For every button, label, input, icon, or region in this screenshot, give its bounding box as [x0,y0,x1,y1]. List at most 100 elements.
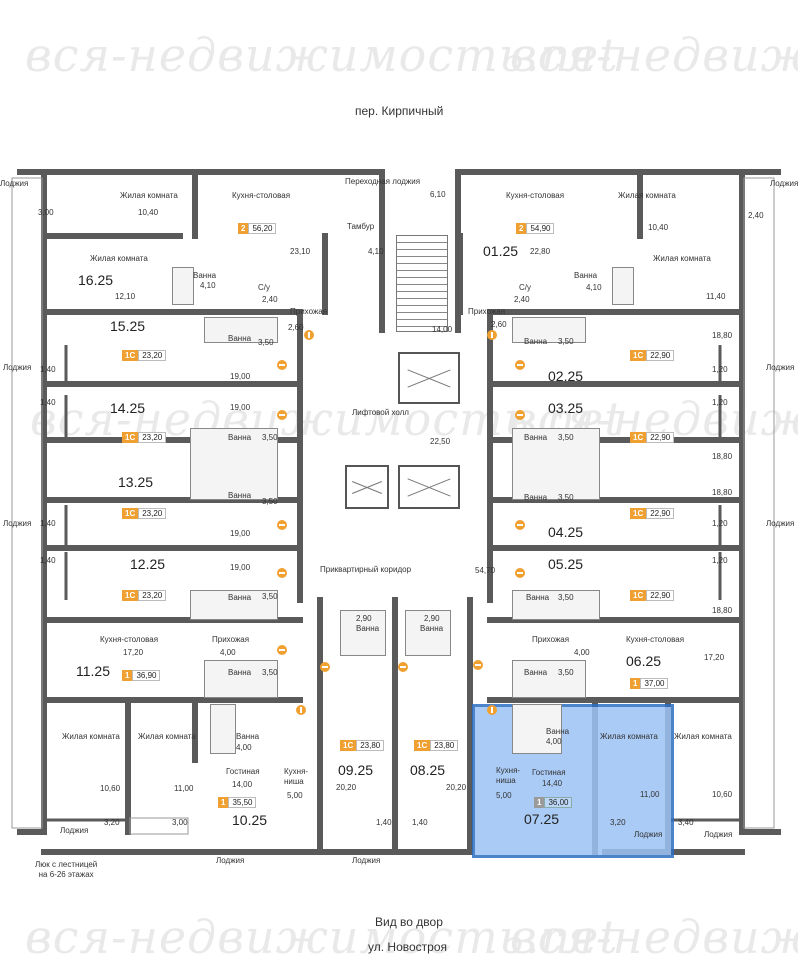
hall-label: Прихожая [290,307,328,316]
loggia-label: Лоджия [216,856,245,865]
apartment-number[interactable]: 05.25 [548,556,584,572]
apartment-number[interactable]: 07.25 [524,811,560,827]
hatch-note: Люк с лестницей на 6-26 этажах [35,860,98,879]
bath-label: Ванна [236,732,260,741]
apartment-number[interactable]: 08.25 [410,762,446,778]
total-area: 23,20 [138,350,167,361]
entrance-door-icon [487,330,497,340]
area-value: 2,60 [491,320,507,329]
apartment-number[interactable]: 02.25 [548,368,584,384]
area-value: 14,40 [542,779,563,788]
total-area: 22,90 [646,590,675,601]
watermark: вся-недвижимость.net [25,28,619,82]
area-value: 10,40 [648,223,669,232]
apartment-number[interactable]: 12.25 [130,556,166,572]
total-area: 23,80 [356,740,385,751]
living-room-label: Жилая комната [653,254,711,263]
kitchen-label: Кухня-столовая [626,635,685,644]
hall-label: Прихожая [212,635,250,644]
bath-label: Ванна [524,433,548,442]
street-top: пер. Кирпичный [355,104,444,118]
apartment-number[interactable]: 15.25 [110,318,146,334]
area-value: 3,50 [558,493,574,502]
loggia-label: Лоджия [60,826,89,835]
area-value: 3,50 [262,433,278,442]
entrance-door-icon [277,410,287,420]
area-value: 12,10 [115,292,136,301]
elevator [398,352,460,404]
selected-apartment-highlight[interactable] [472,704,674,858]
total-area: 22,90 [646,508,675,519]
entrance-door-icon [320,662,330,672]
bath-fixtures [512,428,600,500]
room-count: 2 [516,223,527,234]
room-count: 1С [630,350,647,361]
apartment-number[interactable]: 06.25 [626,653,662,669]
bath-fixtures [512,704,562,754]
room-count: 1 [534,797,545,808]
corridor-area: 54,70 [475,566,496,575]
entrance-door-icon [277,520,287,530]
total-area: 23,80 [430,740,459,751]
area-value: 5,00 [287,791,303,800]
total-area: 54,90 [526,223,555,234]
area-value: 11,00 [174,784,194,793]
area-value: 1,20 [712,365,728,374]
bath-fixtures [405,610,451,656]
area-value: 11,40 [706,292,726,301]
area-value: 3,50 [558,593,574,602]
street-bottom: ул. Новостроя [368,940,448,954]
apartment-number[interactable]: 01.25 [483,243,519,259]
wc-label: С/у [519,283,531,292]
corridor-label: Приквартирный коридор [320,565,412,574]
entrance-door-icon [296,705,306,715]
area-value: 2,40 [514,295,530,304]
area-value: 18,80 [712,331,733,340]
staircase [396,235,448,332]
entrance-door-icon [515,360,525,370]
area-value: 3,00 [172,818,188,827]
lounge-label: Гостиная [532,768,566,777]
lift-hall-area: 22,50 [430,437,451,446]
watermark: вся-недвижимость.net [25,910,619,960]
apartment-number[interactable]: 13.25 [118,474,154,490]
apartment-number[interactable]: 16.25 [78,272,114,288]
apartment-number[interactable]: 14.25 [110,400,146,416]
area-value: 20,20 [336,783,357,792]
apartment-number[interactable]: 11.25 [76,663,110,679]
living-room-label: Жилая комната [674,732,732,741]
apartment-number[interactable]: 10.25 [232,812,268,828]
bath-fixtures [204,660,278,698]
apartment-number[interactable]: 09.25 [338,762,374,778]
area-value: 4,10 [200,281,216,290]
living-room-label: Жилая комната [600,732,658,741]
apartment-number[interactable]: 04.25 [548,524,584,540]
entrance-door-icon [473,660,483,670]
bath-label: Ванна [228,668,252,677]
total-area: 36,90 [132,670,161,681]
area-value: 18,80 [712,488,733,497]
apartment-number[interactable]: 03.25 [548,400,584,416]
area-value: 3,50 [558,668,574,677]
bath-label: Ванна [526,593,550,602]
loggia-label: Лоджия [3,519,32,528]
hall-label: Прихожая [468,307,506,316]
watermark: вся-недвижимость.net [510,910,798,960]
